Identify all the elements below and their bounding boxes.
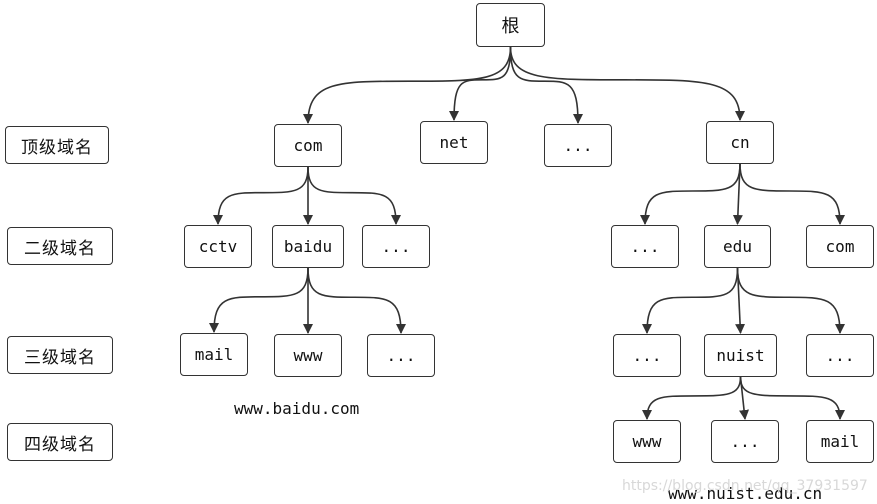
node-cn-ellipsis: ... [611, 225, 679, 268]
edge-cn-to-cncom [739, 163, 845, 225]
node-nuist-ellipsis: ... [711, 420, 779, 463]
level-label-second: 二级域名 [7, 227, 113, 265]
node-edu-ellipsis-right: ... [806, 334, 874, 377]
edge-nuist-to-nwww [642, 376, 742, 420]
node-mail: mail [180, 333, 248, 376]
edge-com-to-cctv [213, 166, 309, 225]
edge-baidu-to-mail [209, 267, 309, 333]
watermark-text: https://blog.csdn.net/qq_37931597 [622, 478, 868, 494]
node-edu: edu [704, 225, 771, 268]
edge-cn-to-cndots [640, 163, 741, 225]
node-baidu-www: www [274, 334, 342, 377]
edge-root-to-cn [509, 46, 745, 121]
node-cctv: cctv [184, 225, 252, 268]
caption-nuist-domain: www.nuist.edu.cn [668, 484, 823, 503]
node-baidu-ellipsis: ... [367, 334, 435, 377]
edge-nuist-to-nmail [739, 376, 845, 420]
node-root: 根 [476, 3, 545, 47]
edge-root-to-net [449, 46, 512, 121]
edge-com-to-comdots [307, 166, 401, 225]
node-cn-com: com [806, 225, 874, 268]
node-edu-ellipsis-left: ... [613, 334, 681, 377]
node-top-ellipsis: ... [544, 124, 612, 167]
level-label-top: 顶级域名 [5, 126, 109, 164]
node-cn: cn [706, 121, 774, 164]
level-label-third: 三级域名 [7, 336, 113, 374]
level-label-fourth: 四级域名 [7, 423, 113, 461]
node-nuist-www: www [613, 420, 681, 463]
edge-cn-to-edu [732, 163, 743, 225]
node-com-ellipsis: ... [362, 225, 430, 268]
edge-root-to-topdots [509, 46, 583, 124]
node-nuist: nuist [704, 334, 777, 377]
caption-baidu-domain: www.baidu.com [234, 399, 360, 418]
edge-root-to-com [303, 46, 512, 124]
edge-edu-to-edl [642, 267, 739, 334]
edge-baidu-to-bdots [307, 267, 406, 334]
node-com: com [274, 124, 342, 167]
edge-edu-to-edr [736, 267, 845, 334]
node-baidu: baidu [272, 225, 344, 268]
node-nuist-mail: mail [806, 420, 874, 463]
node-net: net [420, 121, 488, 164]
